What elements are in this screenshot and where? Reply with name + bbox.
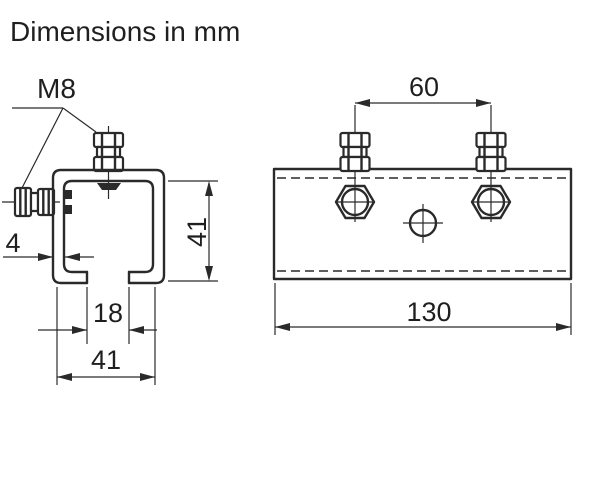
- side-bolt: [2, 186, 72, 218]
- front-view: 60 130: [272, 72, 573, 335]
- dim-value: 130: [406, 297, 451, 327]
- leader-to-side-bolt: [21, 107, 64, 189]
- hole-circle: [408, 208, 438, 238]
- dim-slot-width: 18: [38, 287, 157, 344]
- dim-value: 60: [409, 72, 439, 102]
- bolt-head: [13, 186, 33, 218]
- arrowhead-icon: [72, 326, 87, 334]
- arrowhead-icon: [476, 99, 491, 107]
- profile-outer-outline: [51, 168, 166, 285]
- arrowhead-icon: [38, 253, 53, 261]
- dim-value: 18: [93, 298, 123, 328]
- bracket-body: [272, 167, 573, 281]
- arrowhead-icon: [140, 373, 155, 381]
- front-right-bolt: [475, 131, 507, 173]
- dim-value: 41: [91, 345, 121, 375]
- dim-value: 41: [182, 217, 212, 247]
- page-title: Dimensions in mm: [10, 16, 240, 47]
- nut: [36, 187, 56, 217]
- c-profile: [51, 168, 166, 285]
- arrowhead-icon: [205, 181, 213, 196]
- dim-profile-width: 41: [56, 287, 156, 385]
- dim-profile-height: 41: [168, 180, 218, 282]
- arrowhead-icon: [275, 323, 290, 331]
- weld-mark: [64, 205, 72, 214]
- side-view: M8: [2, 73, 218, 385]
- arrowhead-icon: [129, 326, 144, 334]
- profile-inner-outline: [62, 179, 155, 274]
- bolt-stack-icon: [92, 131, 125, 173]
- arrowhead-icon: [355, 99, 370, 107]
- arrowhead-icon: [205, 266, 213, 281]
- dim-value: 4: [5, 228, 20, 258]
- center-hole: [403, 204, 443, 243]
- front-left-bolt: [339, 131, 371, 173]
- leader-to-top-bolt: [62, 107, 97, 133]
- thread-callout: M8: [12, 73, 97, 189]
- top-bolt: [92, 126, 125, 199]
- captive-nut: [97, 183, 121, 190]
- arrowhead-icon: [65, 253, 80, 261]
- weld-mark: [64, 190, 72, 199]
- thread-label: M8: [37, 73, 76, 104]
- arrowhead-icon: [556, 323, 571, 331]
- dim-bracket-length: 130: [274, 283, 572, 335]
- dim-wall-thickness: 4: [3, 228, 94, 261]
- arrowhead-icon: [57, 373, 72, 381]
- dim-bolt-spacing: 60: [355, 72, 491, 107]
